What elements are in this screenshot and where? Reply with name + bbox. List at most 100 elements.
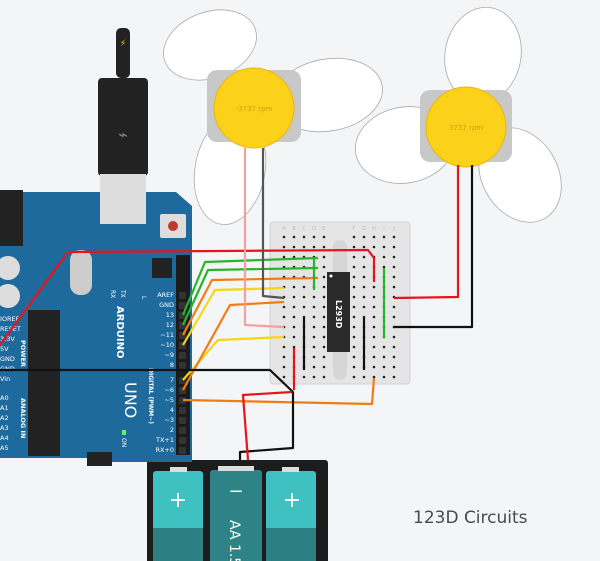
breadboard-hole[interactable]	[282, 355, 286, 359]
breadboard-hole[interactable]	[292, 245, 296, 249]
breadboard-hole[interactable]	[392, 275, 396, 279]
header-pin[interactable]	[179, 427, 186, 434]
breadboard-hole[interactable]	[362, 295, 366, 299]
breadboard-hole[interactable]	[292, 295, 296, 299]
header-pin[interactable]	[179, 397, 186, 404]
breadboard-hole[interactable]	[312, 335, 316, 339]
breadboard-hole[interactable]	[282, 365, 286, 369]
breadboard-hole[interactable]	[322, 315, 326, 319]
breadboard-hole[interactable]	[372, 295, 376, 299]
breadboard-hole[interactable]	[372, 245, 376, 249]
breadboard-hole[interactable]	[392, 345, 396, 349]
breadboard-hole[interactable]	[352, 265, 356, 269]
breadboard-hole[interactable]	[322, 235, 326, 239]
breadboard-hole[interactable]	[322, 375, 326, 379]
breadboard-hole[interactable]	[392, 265, 396, 269]
breadboard-hole[interactable]	[322, 285, 326, 289]
breadboard-hole[interactable]	[312, 345, 316, 349]
breadboard-hole[interactable]	[322, 365, 326, 369]
breadboard-hole[interactable]	[352, 315, 356, 319]
breadboard-hole[interactable]	[352, 335, 356, 339]
breadboard-hole[interactable]	[382, 375, 386, 379]
breadboard-hole[interactable]	[322, 245, 326, 249]
breadboard-hole[interactable]	[312, 305, 316, 309]
breadboard-hole[interactable]	[352, 345, 356, 349]
breadboard-hole[interactable]	[362, 265, 366, 269]
breadboard-hole[interactable]	[392, 305, 396, 309]
breadboard-hole[interactable]	[322, 265, 326, 269]
header-pin[interactable]	[179, 352, 186, 359]
header-pin[interactable]	[179, 447, 186, 454]
breadboard-hole[interactable]	[322, 325, 326, 329]
breadboard-hole[interactable]	[282, 245, 286, 249]
breadboard-hole[interactable]	[312, 235, 316, 239]
breadboard-hole[interactable]	[362, 315, 366, 319]
breadboard-hole[interactable]	[372, 315, 376, 319]
header-pin[interactable]	[179, 437, 186, 444]
breadboard-hole[interactable]	[372, 285, 376, 289]
breadboard-hole[interactable]	[312, 355, 316, 359]
breadboard-hole[interactable]	[372, 335, 376, 339]
dc-motor-2[interactable]: 3737 rpm	[349, 1, 578, 237]
breadboard-hole[interactable]	[312, 315, 316, 319]
breadboard-hole[interactable]	[382, 265, 386, 269]
breadboard-hole[interactable]	[362, 285, 366, 289]
breadboard-hole[interactable]	[302, 305, 306, 309]
breadboard-hole[interactable]	[382, 355, 386, 359]
header-pin[interactable]	[179, 332, 186, 339]
breadboard-hole[interactable]	[312, 325, 316, 329]
breadboard-hole[interactable]	[282, 315, 286, 319]
breadboard-hole[interactable]	[292, 335, 296, 339]
breadboard-hole[interactable]	[312, 295, 316, 299]
breadboard-hole[interactable]	[322, 255, 326, 259]
breadboard-hole[interactable]	[362, 275, 366, 279]
breadboard-hole[interactable]	[322, 345, 326, 349]
breadboard-hole[interactable]	[302, 375, 306, 379]
header-pin[interactable]	[179, 387, 186, 394]
breadboard-hole[interactable]	[352, 235, 356, 239]
breadboard-hole[interactable]	[372, 355, 376, 359]
breadboard-hole[interactable]	[352, 375, 356, 379]
breadboard-hole[interactable]	[292, 285, 296, 289]
breadboard-hole[interactable]	[312, 245, 316, 249]
breadboard-hole[interactable]	[392, 285, 396, 289]
breadboard-hole[interactable]	[282, 255, 286, 259]
battery-pack[interactable]: + − + AA 1.5	[147, 460, 328, 561]
breadboard-hole[interactable]	[392, 375, 396, 379]
breadboard-hole[interactable]	[372, 305, 376, 309]
breadboard-hole[interactable]	[392, 235, 396, 239]
breadboard-hole[interactable]	[302, 285, 306, 289]
breadboard-hole[interactable]	[302, 235, 306, 239]
breadboard-hole[interactable]	[362, 305, 366, 309]
breadboard-hole[interactable]	[372, 325, 376, 329]
breadboard-hole[interactable]	[302, 295, 306, 299]
breadboard-hole[interactable]	[292, 255, 296, 259]
breadboard-hole[interactable]	[292, 235, 296, 239]
l293d-chip[interactable]	[327, 272, 350, 352]
breadboard-hole[interactable]	[322, 275, 326, 279]
breadboard-hole[interactable]	[292, 345, 296, 349]
breadboard-hole[interactable]	[392, 255, 396, 259]
breadboard-hole[interactable]	[352, 355, 356, 359]
breadboard-hole[interactable]	[362, 245, 366, 249]
breadboard-hole[interactable]	[352, 275, 356, 279]
breadboard-hole[interactable]	[392, 315, 396, 319]
breadboard-hole[interactable]	[362, 235, 366, 239]
breadboard-hole[interactable]	[302, 245, 306, 249]
breadboard-hole[interactable]	[372, 365, 376, 369]
breadboard-hole[interactable]	[382, 255, 386, 259]
breadboard-hole[interactable]	[322, 295, 326, 299]
breadboard-hole[interactable]	[352, 285, 356, 289]
breadboard-hole[interactable]	[382, 345, 386, 349]
breadboard-hole[interactable]	[392, 335, 396, 339]
breadboard-hole[interactable]	[292, 315, 296, 319]
breadboard-hole[interactable]	[352, 305, 356, 309]
breadboard-hole[interactable]	[372, 375, 376, 379]
breadboard-hole[interactable]	[362, 375, 366, 379]
breadboard-hole[interactable]	[322, 335, 326, 339]
breadboard-hole[interactable]	[312, 365, 316, 369]
header-pin[interactable]	[179, 417, 186, 424]
header-pin[interactable]	[179, 377, 186, 384]
